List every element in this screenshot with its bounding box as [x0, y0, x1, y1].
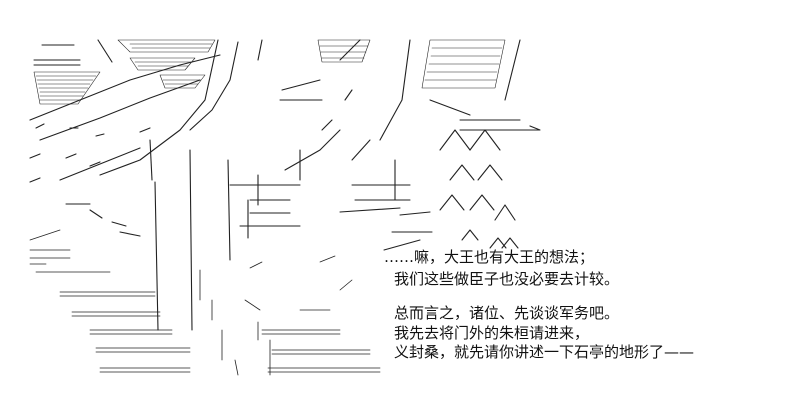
caption-line-2: 我们这些做臣子也没必要去计较。 — [394, 270, 620, 288]
right-figure — [339, 99, 541, 251]
face-outline — [229, 39, 361, 227]
right-hatched-sleeve — [317, 39, 506, 89]
upper-sleeve-hatching — [117, 39, 216, 89]
robe-columns — [149, 139, 259, 331]
top-left-bars — [33, 44, 81, 66]
lower-robe-blocks — [29, 229, 191, 373]
left-hatched-fan — [33, 71, 101, 105]
caption-line-3: 总而言之，诸位、先谈谈军务吧。 — [394, 304, 620, 322]
arm-strokes — [29, 39, 521, 181]
caption-line-4: 我先去将门外的朱桓请进来， — [394, 324, 590, 342]
lower-desk-blocks — [199, 255, 381, 376]
caption-line-5: 义封桑，就先请你讲述一下石亭的地形了—— — [394, 343, 695, 361]
ascii-dash-marks — [29, 123, 151, 237]
caption-line-1: ……嘛，大王也有大王的想法； — [384, 248, 595, 266]
